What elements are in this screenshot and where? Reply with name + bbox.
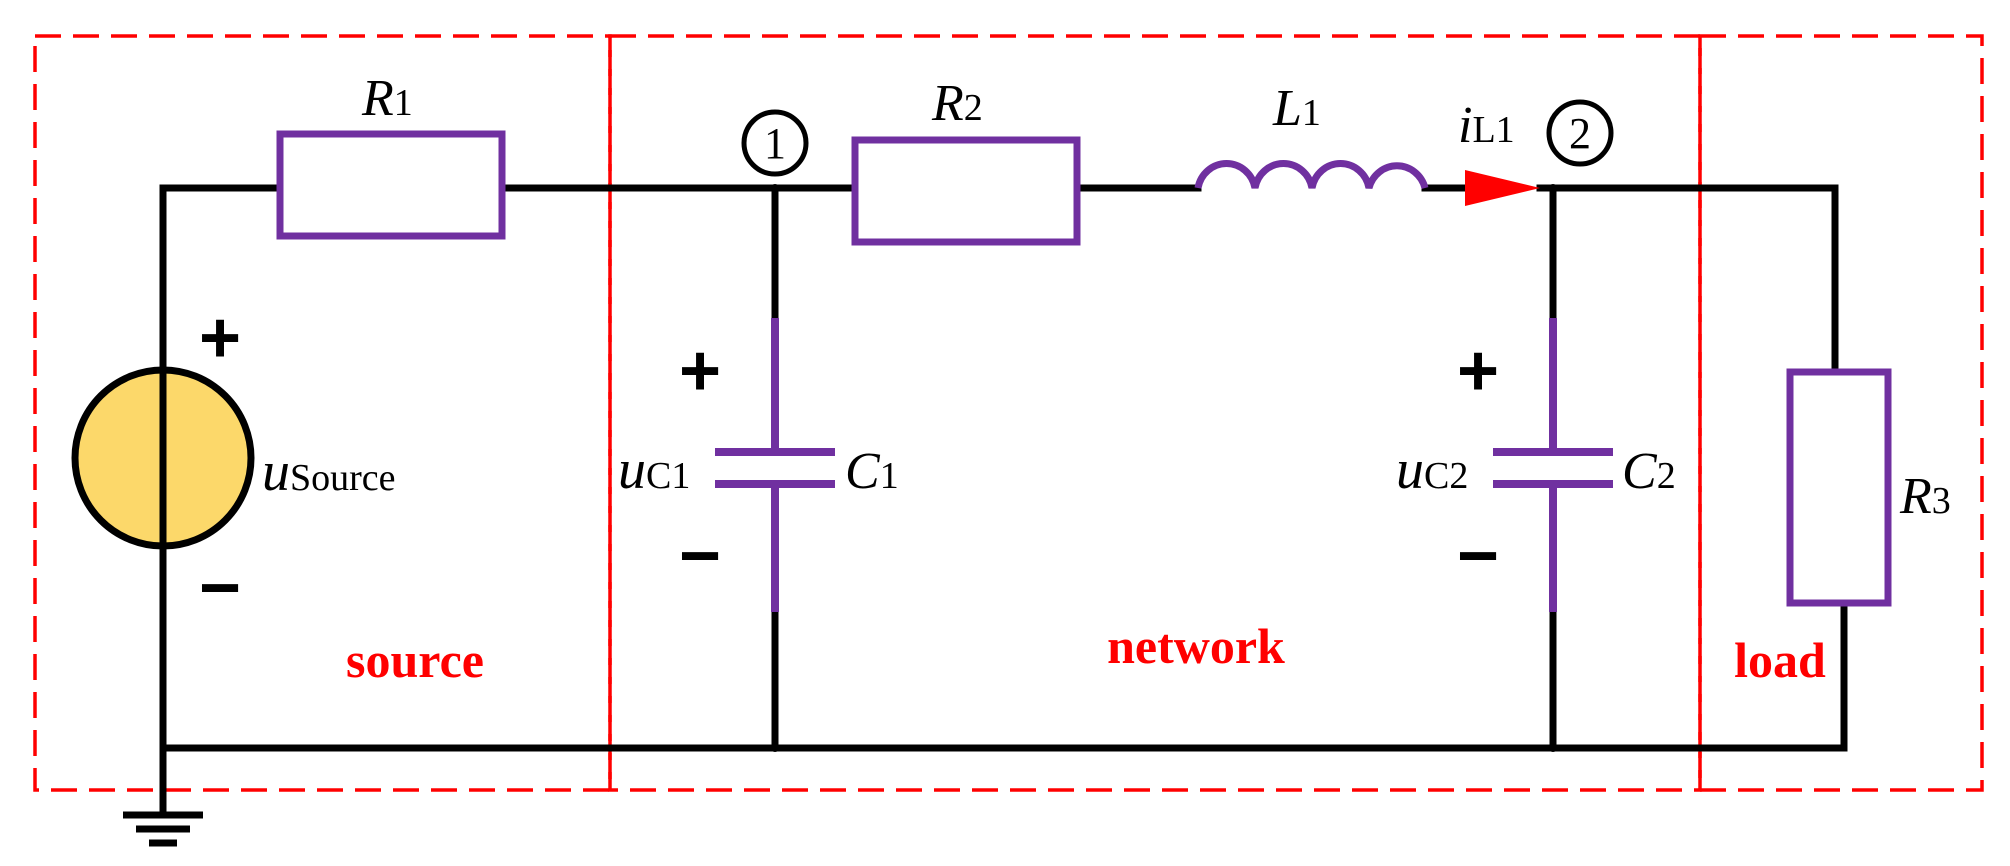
node-marker-2: 2 (1546, 99, 1614, 167)
il1-label: iL1 (1458, 97, 1515, 154)
resistor-r2 (851, 136, 1081, 246)
polarity-signs: + − + − + − (199, 298, 1499, 628)
uc1-label: uC1 (618, 439, 690, 501)
uc2-minus-sign: − (1457, 516, 1499, 596)
capacitor-c1 (715, 318, 835, 612)
c2-label: C2 (1622, 443, 1676, 500)
zone-boundaries (33, 34, 1984, 792)
usource-label: uSource (262, 441, 396, 503)
uc2-label: uC2 (1396, 439, 1468, 501)
source-minus-sign: − (199, 548, 241, 628)
uc2-plus-sign: + (1457, 331, 1499, 411)
l1-label: L1 (1272, 80, 1321, 137)
wires (159, 184, 1848, 814)
junction-bottom-2 (1549, 744, 1557, 752)
load-zone-boundary (1698, 34, 1984, 792)
capacitor-c2 (1493, 318, 1613, 612)
ground-icon (123, 811, 203, 847)
junction-node-2 (1549, 184, 1557, 192)
source-plus-sign: + (199, 298, 241, 378)
c1-label: C1 (845, 443, 899, 500)
r1-label: R1 (361, 70, 413, 127)
voltage-source-icon (71, 366, 255, 550)
node-1-label: 1 (764, 119, 786, 168)
resistor-r3 (1786, 368, 1892, 607)
junction-node-1 (771, 184, 779, 192)
r2-label: R2 (931, 75, 983, 132)
junction-bottom-1 (771, 744, 779, 752)
uc1-plus-sign: + (679, 331, 721, 411)
node-marker-1: 1 (741, 109, 809, 177)
r3-label: R3 (1899, 468, 1951, 525)
zone-label-network: network (1107, 618, 1285, 674)
inductor-l1 (1194, 160, 1429, 190)
resistor-r1 (276, 130, 506, 240)
zone-label-load: load (1734, 632, 1826, 688)
uc1-minus-sign: − (679, 516, 721, 596)
zone-label-source: source (346, 632, 484, 688)
current-arrow-icon (1465, 170, 1540, 206)
node-2-label: 2 (1569, 109, 1591, 158)
